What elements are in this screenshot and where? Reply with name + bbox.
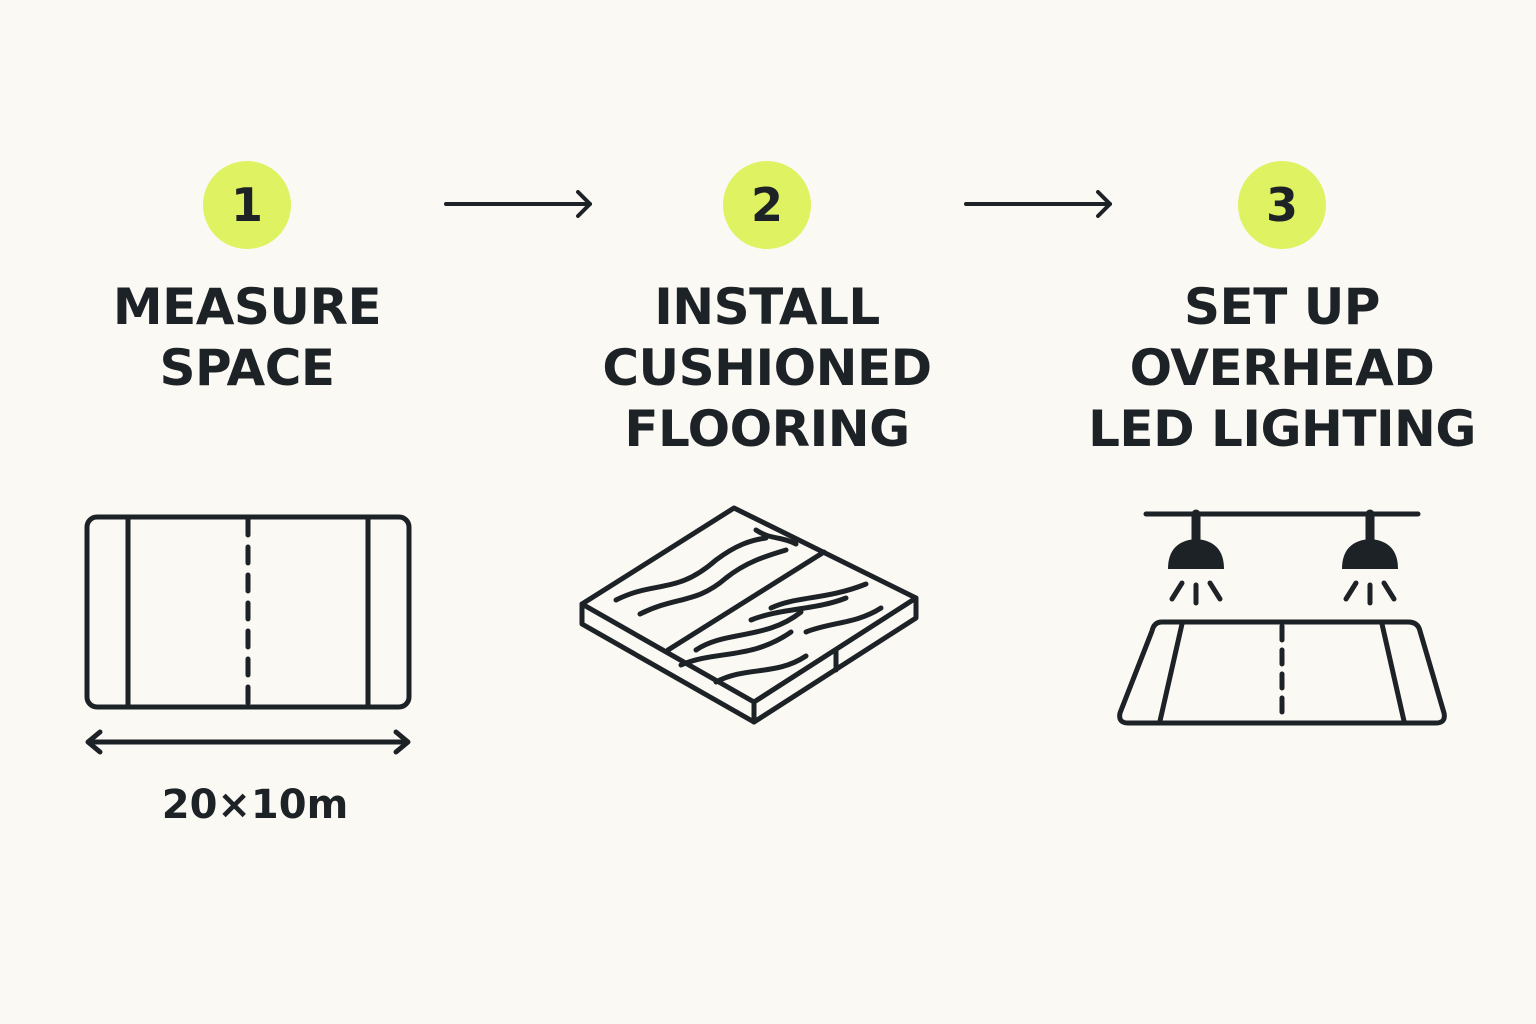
court-outline-icon: [84, 514, 412, 755]
floor-panels-icon: [579, 505, 919, 725]
step-1-badge: 1: [203, 161, 291, 249]
step-2-number: 2: [750, 178, 783, 232]
overhead-lights-icon: [1117, 509, 1447, 726]
step-2-title: INSTALL CUSHIONED FLOORING: [602, 278, 932, 458]
step-2-badge: 2: [723, 161, 811, 249]
step-1-title: MEASURE SPACE: [112, 278, 382, 397]
step-3-number: 3: [1265, 178, 1298, 232]
arrow-right-icon: [964, 190, 1112, 218]
space-dimensions: 20×10m: [161, 782, 349, 828]
arrow-right-icon: [444, 190, 592, 218]
step-3-badge: 3: [1238, 161, 1326, 249]
step-1-number: 1: [230, 178, 263, 232]
step-3-title: SET UP OVERHEAD LED LIGHTING: [1088, 278, 1476, 458]
